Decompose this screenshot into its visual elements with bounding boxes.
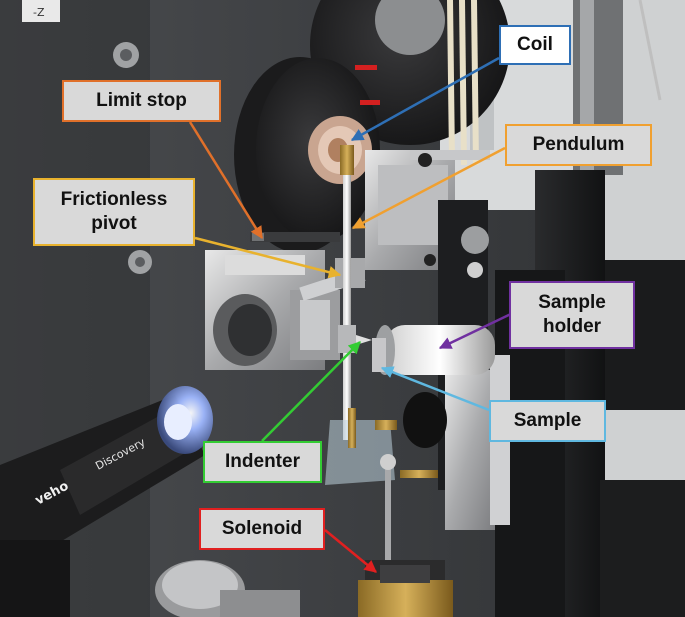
limit-stop-arrow: [188, 121, 264, 240]
coil-label: Coil: [499, 25, 571, 65]
sample-holder-line1: Sample: [538, 292, 606, 313]
solenoid-label: Solenoid: [199, 508, 325, 550]
coil-arrow: [350, 56, 500, 142]
pendulum-arrow: [351, 146, 506, 230]
pendulum-label: Pendulum: [505, 124, 652, 166]
solenoid-arrow: [324, 529, 377, 573]
sample-arrow: [380, 366, 490, 412]
sample-holder-label: Sample holder: [509, 281, 635, 349]
frictionless-pivot-line1: Frictionless: [60, 189, 168, 210]
indenter-label-text: Indenter: [225, 451, 300, 472]
sample-holder-arrow: [438, 310, 516, 350]
pendulum-label-text: Pendulum: [532, 134, 625, 155]
limit-stop-label: Limit stop: [62, 80, 221, 122]
annotation-arrows: [188, 56, 516, 573]
sample-label: Sample: [489, 400, 606, 442]
indenter-label: Indenter: [203, 441, 322, 483]
frictionless-pivot-line2: pivot: [91, 213, 137, 234]
limit-stop-label-text: Limit stop: [96, 90, 187, 111]
indenter-arrow: [261, 341, 361, 442]
solenoid-label-text: Solenoid: [221, 518, 303, 539]
frictionless-pivot-arrow: [194, 236, 342, 279]
sample-holder-line2: holder: [542, 316, 602, 337]
coil-label-text: Coil: [517, 34, 553, 55]
frictionless-pivot-label: Frictionless pivot: [33, 178, 195, 246]
corner-tag: -Z: [33, 6, 45, 19]
sample-label-text: Sample: [513, 410, 582, 431]
